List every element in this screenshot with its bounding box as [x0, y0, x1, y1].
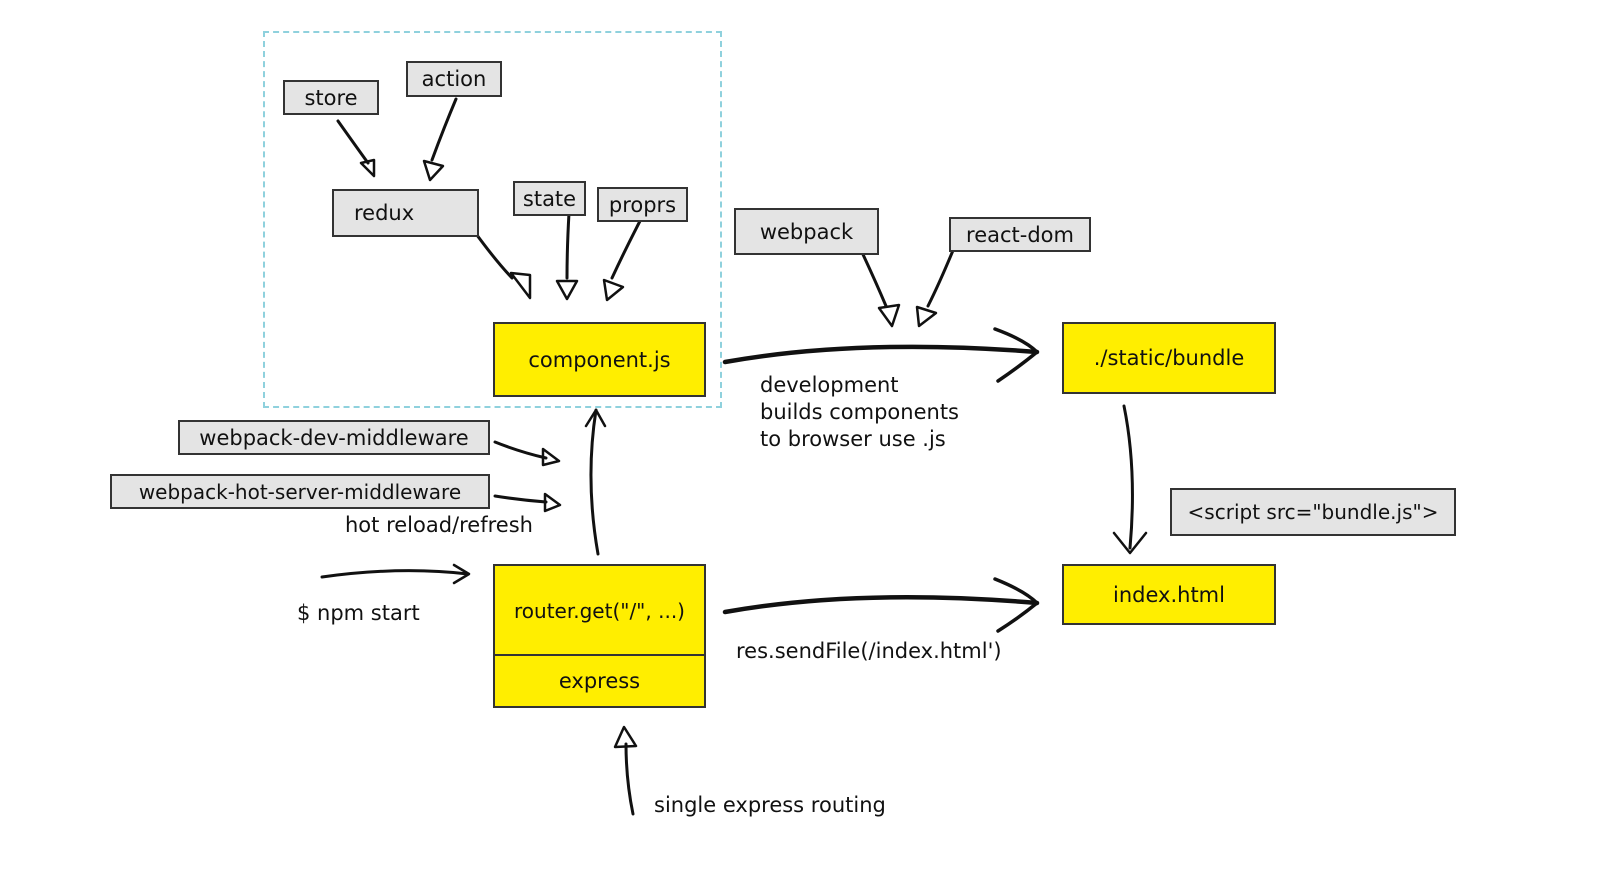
arrow-action-to-redux	[430, 97, 458, 162]
bundle-label: ./static/bundle	[1093, 346, 1245, 370]
arrowhead-state-to-component	[555, 279, 579, 301]
arrow-dev-middleware	[493, 440, 548, 460]
redux-label: redux	[354, 201, 415, 225]
arrowhead-express-to-component	[584, 408, 607, 428]
arrowhead-router-to-index	[993, 577, 1039, 633]
arrow-component-to-bundle	[722, 344, 1040, 365]
proprs-label: proprs	[608, 192, 677, 217]
component-js-label: component.js	[528, 347, 671, 372]
action-box: action	[406, 61, 502, 97]
arrow-state-to-component	[565, 211, 571, 280]
redux-box: redux	[332, 189, 479, 237]
arrow-proprs-to-component	[610, 219, 642, 280]
dev-middleware-label: webpack-dev-middleware	[199, 425, 469, 450]
component-js-box: component.js	[493, 322, 706, 397]
arrowhead-routing-to-express	[613, 725, 638, 749]
arrowhead-dev-middleware	[541, 447, 561, 467]
development-note-line: development	[760, 373, 899, 397]
store-box: store	[283, 80, 379, 115]
react-dom-label: react-dom	[966, 222, 1074, 247]
development-note-line: to browser use .js	[760, 427, 946, 451]
development-note-line: builds components	[760, 400, 959, 424]
index-html-label: index.html	[1113, 582, 1225, 607]
arrow-npm-start	[320, 569, 470, 579]
arrow-bundle-to-index	[1122, 404, 1134, 550]
send-file-note: res.sendFile(/index.html')	[736, 639, 1002, 663]
router-label: router.get("/", ...)	[514, 598, 685, 623]
hot-reload-note: hot reload/refresh	[345, 513, 533, 537]
arrowhead-webpack-to-bundle	[877, 303, 901, 328]
arrow-reactdom-to-bundle	[926, 246, 956, 308]
express-label: express	[558, 669, 641, 693]
hot-middleware-box: webpack-hot-server-middleware	[110, 474, 490, 509]
arrowhead-bundle-to-index	[1112, 531, 1148, 555]
state-label: state	[522, 186, 577, 211]
action-label: action	[421, 67, 487, 91]
arrowhead-reactdom-to-bundle	[915, 305, 938, 328]
development-note: development builds components to browser…	[760, 372, 959, 453]
webpack-box: webpack	[734, 208, 879, 255]
single-routing-note: single express routing	[654, 793, 886, 817]
arrowhead-npm-start	[452, 563, 471, 585]
script-tag-box: <script src="bundle.js">	[1170, 488, 1456, 536]
script-tag-label: <script src="bundle.js">	[1187, 500, 1439, 524]
arrow-routing-to-express	[624, 742, 635, 816]
store-label: store	[304, 85, 358, 110]
state-box: state	[513, 181, 586, 216]
proprs-box: proprs	[597, 187, 688, 222]
arrowhead-proprs-to-component	[602, 278, 625, 302]
arrow-store-to-redux	[336, 119, 370, 165]
arrowhead-redux-to-component	[509, 271, 532, 300]
arrow-redux-to-component	[472, 229, 514, 280]
arrow-webpack-to-bundle	[858, 246, 888, 308]
dev-middleware-box: webpack-dev-middleware	[178, 420, 490, 455]
arrowhead-hot-middleware	[543, 492, 562, 513]
arrow-hot-middleware	[493, 494, 548, 504]
index-html-box: index.html	[1062, 564, 1276, 625]
arrowhead-component-to-bundle	[993, 327, 1039, 383]
arrow-express-to-component	[589, 408, 600, 556]
express-box: express	[493, 654, 706, 708]
react-dom-box: react-dom	[949, 217, 1091, 252]
bundle-box: ./static/bundle	[1062, 322, 1276, 394]
arrowhead-action-to-redux	[422, 159, 445, 182]
client-boundary	[263, 31, 722, 408]
arrow-router-to-index	[722, 594, 1040, 615]
router-box: router.get("/", ...)	[493, 564, 706, 657]
hot-middleware-label: webpack-hot-server-middleware	[138, 479, 462, 504]
npm-start-note: $ npm start	[297, 601, 420, 625]
webpack-label: webpack	[759, 219, 854, 244]
arrowhead-store-to-redux	[359, 158, 376, 178]
